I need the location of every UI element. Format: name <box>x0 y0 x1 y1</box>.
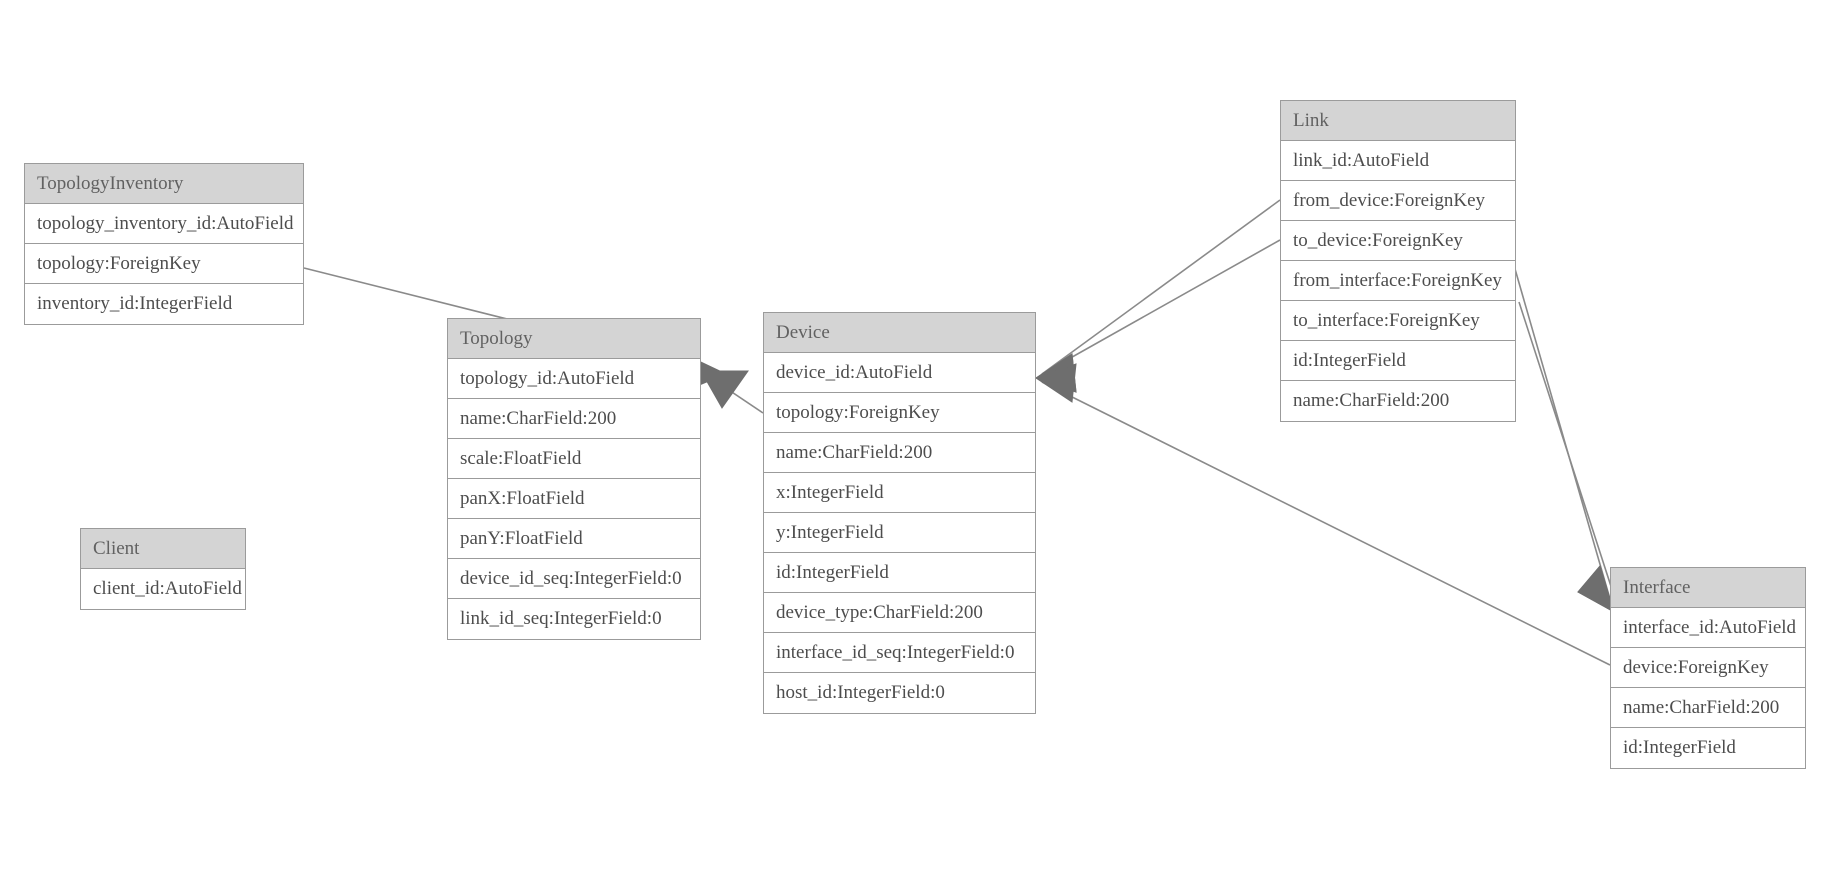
entity-field: id:IntegerField <box>1281 341 1515 381</box>
relationship-edge <box>1518 301 1619 614</box>
relationship-edge <box>1034 199 1281 393</box>
entity-box-client[interactable]: Client client_id:AutoField <box>80 528 246 610</box>
entity-field: id:IntegerField <box>764 553 1035 593</box>
entity-field: from_interface:ForeignKey <box>1281 261 1515 301</box>
relationship-edge <box>700 370 764 414</box>
entity-field: link_id:AutoField <box>1281 141 1515 181</box>
entity-field: name:CharField:200 <box>1611 688 1805 728</box>
entity-field: device_id:AutoField <box>764 353 1035 393</box>
relationship-arrowhead-icon <box>1577 564 1615 614</box>
relationship-edge <box>1034 239 1281 393</box>
entity-field: interface_id_seq:IntegerField:0 <box>764 633 1035 673</box>
entity-field: interface_id:AutoField <box>1611 608 1805 648</box>
relationship-line <box>704 373 764 414</box>
entity-title-topology: Topology <box>448 319 700 359</box>
entity-title-link: Link <box>1281 101 1515 141</box>
entity-field: from_device:ForeignKey <box>1281 181 1515 221</box>
entity-field: y:IntegerField <box>764 513 1035 553</box>
entity-field: host_id:IntegerField:0 <box>776 682 945 703</box>
entity-field: name:CharField:200 <box>764 433 1035 473</box>
entity-field: to_device:ForeignKey <box>1281 221 1515 261</box>
entity-title-topology-inventory: TopologyInventory <box>25 164 303 204</box>
entity-field: topology_id:AutoField <box>448 359 700 399</box>
entity-field: topology_inventory_id:AutoField <box>25 204 303 244</box>
entity-field: topology:ForeignKey <box>764 393 1035 433</box>
relationship-arrowhead-icon <box>1034 353 1077 393</box>
entity-field: to_interface:ForeignKey <box>1281 301 1515 341</box>
entity-field: inventory_id:IntegerField <box>37 293 233 314</box>
relationship-line <box>1512 261 1613 607</box>
relationship-edge <box>1512 261 1615 614</box>
entity-field: name:CharField:200 <box>1293 390 1450 411</box>
entity-field: x:IntegerField <box>764 473 1035 513</box>
entity-field: topology:ForeignKey <box>25 244 303 284</box>
entity-field: device_type:CharField:200 <box>764 593 1035 633</box>
relationship-line <box>1041 381 1611 666</box>
entity-field: device_id_seq:IntegerField:0 <box>448 559 700 599</box>
entity-title-client: Client <box>81 529 245 569</box>
entity-field: id:IntegerField <box>1623 737 1736 758</box>
relationship-line <box>1518 301 1619 609</box>
relationship-line <box>1041 239 1281 375</box>
relationship-arrowhead-icon <box>1577 564 1615 614</box>
entity-title-interface: Interface <box>1611 568 1805 608</box>
entity-field: panY:FloatField <box>448 519 700 559</box>
entity-field: name:CharField:200 <box>448 399 700 439</box>
relationship-arrowhead-icon <box>700 370 749 409</box>
entity-title-device: Device <box>764 313 1035 353</box>
relationship-arrowhead-icon <box>1034 363 1077 403</box>
entity-field: device:ForeignKey <box>1611 648 1805 688</box>
entity-field: link_id_seq:IntegerField:0 <box>460 608 662 629</box>
entity-field: panX:FloatField <box>448 479 700 519</box>
entity-field: client_id:AutoField <box>93 578 242 599</box>
entity-field: scale:FloatField <box>448 439 700 479</box>
relationship-line <box>1041 199 1281 375</box>
relationship-arrowhead-icon <box>1034 353 1077 393</box>
